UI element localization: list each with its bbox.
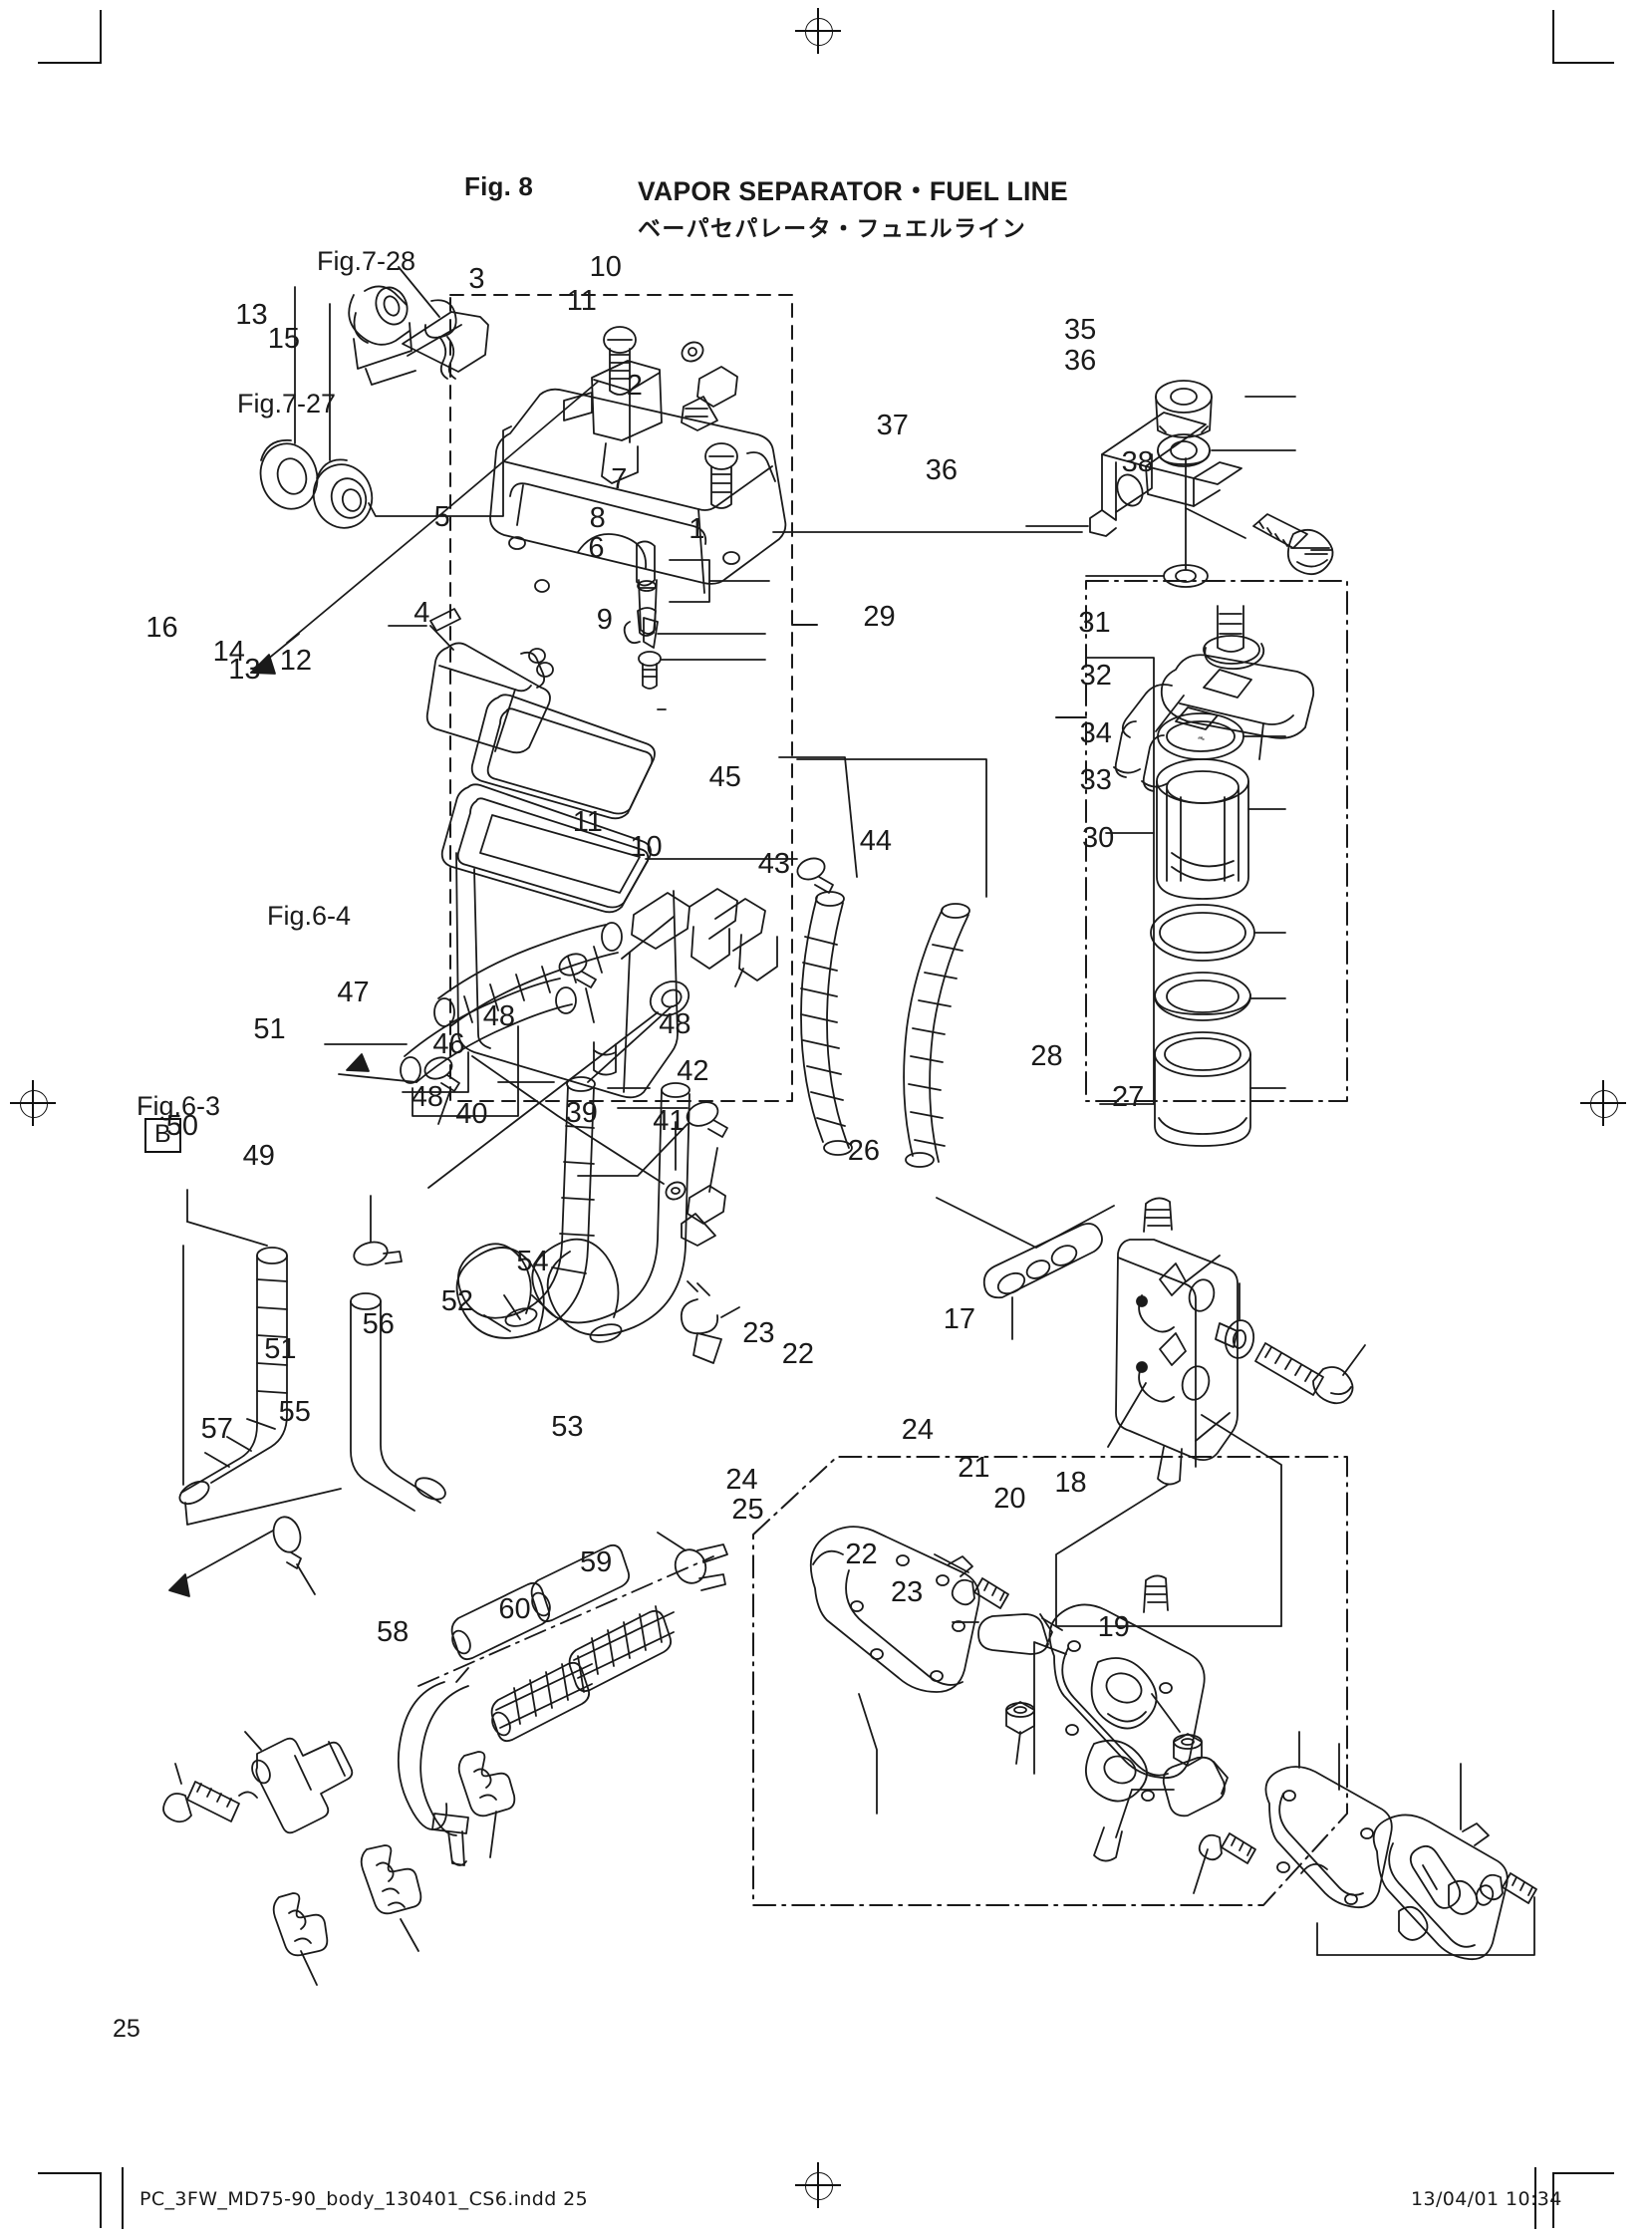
callout-17[interactable]: 17 xyxy=(943,1303,976,1336)
callout-23b[interactable]: 23 xyxy=(891,1576,924,1608)
section-reference-b[interactable]: B xyxy=(144,1118,181,1153)
callout-11[interactable]: 11 xyxy=(566,285,597,317)
figure-number: Fig. 8 xyxy=(464,171,534,201)
callout-59[interactable]: 59 xyxy=(580,1546,613,1578)
registration-mark-right xyxy=(1580,1080,1626,1126)
callout-54[interactable]: 54 xyxy=(516,1245,549,1277)
callout-37[interactable]: 37 xyxy=(876,409,909,441)
callout-42[interactable]: 42 xyxy=(677,1054,709,1087)
callout-58[interactable]: 58 xyxy=(377,1615,410,1648)
callout-36[interactable]: 36 xyxy=(1064,345,1097,377)
cross-reference-fig-6-3[interactable]: Fig.6-3 xyxy=(137,1091,221,1121)
callout-13b[interactable]: 13 xyxy=(228,653,261,686)
callout-34[interactable]: 34 xyxy=(1079,717,1112,750)
callout-8[interactable]: 8 xyxy=(589,502,606,535)
callout-50[interactable]: 50 xyxy=(165,1110,199,1142)
callout-46[interactable]: 46 xyxy=(432,1028,465,1061)
callout-35[interactable]: 35 xyxy=(1064,313,1097,346)
registration-mark-left xyxy=(10,1080,56,1126)
callout-12[interactable]: 12 xyxy=(279,645,313,678)
callout-49[interactable]: 49 xyxy=(242,1140,275,1172)
callout-48b[interactable]: 48 xyxy=(411,1081,444,1114)
callout-40[interactable]: 40 xyxy=(455,1098,488,1130)
cross-reference-fig-7-28[interactable]: Fig.7-28 xyxy=(317,246,416,276)
callout-14[interactable]: 14 xyxy=(212,635,245,668)
callout-52[interactable]: 52 xyxy=(440,1285,474,1318)
footer-source-file: PC_3FW_MD75-90_body_130401_CS6.indd 25 xyxy=(139,2188,589,2210)
callout-5[interactable]: 5 xyxy=(433,501,450,534)
callout-27[interactable]: 27 xyxy=(1112,1081,1145,1114)
callout-53[interactable]: 53 xyxy=(551,1411,584,1444)
callout-3[interactable]: 3 xyxy=(468,263,485,296)
cross-reference-fig-7-27[interactable]: Fig.7-27 xyxy=(237,389,337,419)
callout-33[interactable]: 33 xyxy=(1079,764,1112,797)
callout-56[interactable]: 56 xyxy=(362,1308,395,1341)
callout-43[interactable]: 43 xyxy=(757,848,791,881)
page-number: 25 xyxy=(113,2015,140,2043)
footer-timestamp: 13/04/01 10:34 xyxy=(1411,2188,1562,2210)
callout-48[interactable]: 48 xyxy=(482,999,516,1032)
callout-10[interactable]: 10 xyxy=(589,251,622,284)
callout-38[interactable]: 38 xyxy=(1121,446,1154,478)
page-title-japanese: ベーパセパレータ・フュエルライン xyxy=(638,215,1027,241)
callout-39[interactable]: 39 xyxy=(565,1096,598,1129)
callout-21[interactable]: 21 xyxy=(958,1452,990,1485)
callout-13[interactable]: 13 xyxy=(235,299,268,332)
callout-24b[interactable]: 24 xyxy=(725,1464,758,1497)
callout-11b[interactable]: 11 xyxy=(572,806,603,839)
callout-4[interactable]: 4 xyxy=(413,597,430,630)
registration-mark-bottom xyxy=(795,2162,841,2208)
callout-19[interactable]: 19 xyxy=(1097,1610,1130,1643)
callout-22[interactable]: 22 xyxy=(781,1338,815,1371)
callout-29[interactable]: 29 xyxy=(863,600,896,633)
callout-16[interactable]: 16 xyxy=(145,611,178,644)
callout-15[interactable]: 15 xyxy=(267,323,301,356)
callout-2[interactable]: 2 xyxy=(626,370,643,403)
callout-20[interactable]: 20 xyxy=(993,1483,1026,1516)
callout-32[interactable]: 32 xyxy=(1079,659,1112,692)
callout-51[interactable]: 51 xyxy=(253,1012,286,1045)
callout-31[interactable]: 31 xyxy=(1078,606,1111,639)
callout-48c[interactable]: 48 xyxy=(659,1008,691,1040)
callout-51b[interactable]: 51 xyxy=(264,1333,297,1366)
callout-24[interactable]: 24 xyxy=(901,1413,935,1446)
callout-55[interactable]: 55 xyxy=(278,1395,311,1428)
page-title-english: VAPOR SEPARATOR・FUEL LINE xyxy=(638,176,1069,206)
cross-reference-fig-6-4[interactable]: Fig.6-4 xyxy=(267,901,352,931)
callout-57[interactable]: 57 xyxy=(200,1412,233,1445)
callout-41[interactable]: 41 xyxy=(653,1105,686,1138)
callout-30[interactable]: 30 xyxy=(1082,821,1115,854)
callout-18[interactable]: 18 xyxy=(1054,1466,1087,1499)
callout-9[interactable]: 9 xyxy=(596,604,613,637)
callout-26[interactable]: 26 xyxy=(847,1135,881,1168)
callout-28[interactable]: 28 xyxy=(1030,1040,1063,1073)
callout-47[interactable]: 47 xyxy=(337,976,370,1008)
callout-23[interactable]: 23 xyxy=(742,1316,775,1349)
callout-25[interactable]: 25 xyxy=(731,1494,764,1527)
callout-1[interactable]: 1 xyxy=(688,513,705,546)
callout-45[interactable]: 45 xyxy=(708,760,741,793)
callout-36b[interactable]: 36 xyxy=(925,454,959,487)
footer-rule-left xyxy=(122,2167,124,2229)
callout-7[interactable]: 7 xyxy=(611,462,628,495)
callout-22b[interactable]: 22 xyxy=(845,1538,878,1570)
footer-rule-right xyxy=(1534,2167,1536,2229)
callout-10b[interactable]: 10 xyxy=(630,831,663,864)
callout-44[interactable]: 44 xyxy=(859,825,893,858)
registration-mark-top xyxy=(795,8,841,54)
callout-60[interactable]: 60 xyxy=(498,1592,531,1625)
callout-6[interactable]: 6 xyxy=(588,532,605,565)
